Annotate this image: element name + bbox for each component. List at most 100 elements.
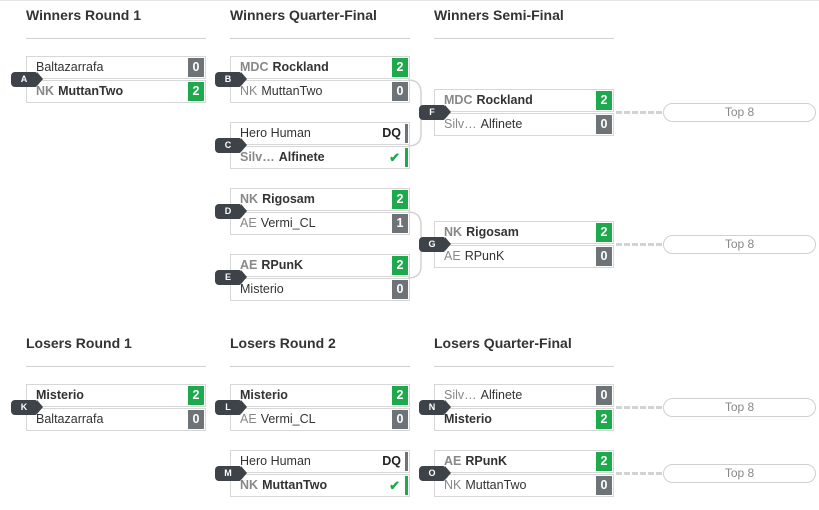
player-name: MuttanTwo [261,84,323,98]
team-prefix: AE [240,412,257,426]
match-slot[interactable]: Baltazarrafa 0 [26,408,206,431]
top8-placeholder[interactable]: Top 8 [663,103,816,122]
team-prefix: NK [36,84,55,98]
team-prefix: NK [444,478,462,492]
match-slot[interactable]: Silv…Alfinete 0 [434,384,614,407]
check-icon: ✔ [389,150,400,165]
round-divider [434,38,614,39]
match-slot[interactable]: Misterio 2 [434,408,614,431]
team-prefix: NK [444,225,463,239]
match-slot[interactable]: Hero Human DQ [230,122,410,145]
player-name: Hero Human [240,126,311,140]
score-badge: 0 [392,280,408,299]
round-title-winners-r1: Winners Round 1 [26,7,141,23]
player-name: MuttanTwo [465,478,527,492]
status-bar [405,148,408,167]
score-badge: 0 [188,58,204,77]
round-divider [434,366,614,367]
match-label-tag: K [11,400,43,415]
check-icon: ✔ [389,478,400,493]
player-name: Baltazarrafa [36,60,104,74]
match-label-tag: N [419,400,451,415]
team-prefix: Silv… [444,117,477,131]
match-n[interactable]: Silv…Alfinete 0 Misterio 2 [434,384,614,432]
player-name: Baltazarrafa [36,412,104,426]
score-badge: 0 [188,410,204,429]
score-badge: 0 [596,386,612,405]
top8-placeholder[interactable]: Top 8 [663,398,816,417]
top8-placeholder[interactable]: Top 8 [663,464,816,483]
match-slot[interactable]: Misterio 2 [26,384,206,407]
dq-label: DQ [382,126,401,140]
player-name: Rigosam [262,192,315,206]
round-divider [26,366,206,367]
player-name: Hero Human [240,454,311,468]
match-label-tag: A [11,72,43,87]
team-prefix: AE [444,454,462,468]
player-name: Misterio [240,282,284,296]
team-prefix: AE [444,249,461,263]
score-badge: 0 [392,410,408,429]
score-badge: 2 [392,256,408,275]
match-k[interactable]: Misterio 2 Baltazarrafa 0 [26,384,206,432]
score-badge: 2 [392,386,408,405]
team-prefix: NK [240,478,259,492]
round-title-winners-qf: Winners Quarter-Final [230,7,377,23]
match-slot[interactable]: Silv…Alfinete 0 [434,113,614,136]
dashed-connector [616,472,662,475]
top8-placeholder[interactable]: Top 8 [663,235,816,254]
team-prefix: MDC [240,60,269,74]
top-divider [0,0,819,1]
score-badge: 2 [188,386,204,405]
team-prefix: NK [240,84,258,98]
score-badge: 0 [596,247,612,266]
player-name: RPunK [261,258,304,272]
player-name: Alfinete [480,117,523,131]
team-prefix: MDC [444,93,473,107]
player-name: Rockland [272,60,329,74]
player-name: Misterio [444,412,492,426]
score-badge: 2 [596,452,612,471]
match-slot[interactable]: Silv…Alfinete ✔ [230,146,410,169]
match-label-tag: G [419,237,451,252]
match-c[interactable]: Hero Human DQ Silv…Alfinete ✔ [230,122,410,170]
match-slot[interactable]: Misterio 0 [230,278,410,301]
score-badge: 2 [596,410,612,429]
match-label-tag: C [215,138,247,153]
match-label-tag: B [215,72,247,87]
score-badge: 2 [392,58,408,77]
match-label-tag: L [215,400,247,415]
player-name: Misterio [36,388,84,402]
match-slot[interactable]: Baltazarrafa 0 [26,56,206,79]
status-bar [405,476,408,495]
player-name: Rockland [476,93,533,107]
match-slot[interactable]: Hero Human DQ [230,450,410,473]
player-name: MuttanTwo [262,478,328,492]
match-slot[interactable]: Misterio 2 [230,384,410,407]
dq-label: DQ [382,454,401,468]
player-name: RPunK [464,249,505,263]
team-prefix: Silv… [444,388,477,402]
